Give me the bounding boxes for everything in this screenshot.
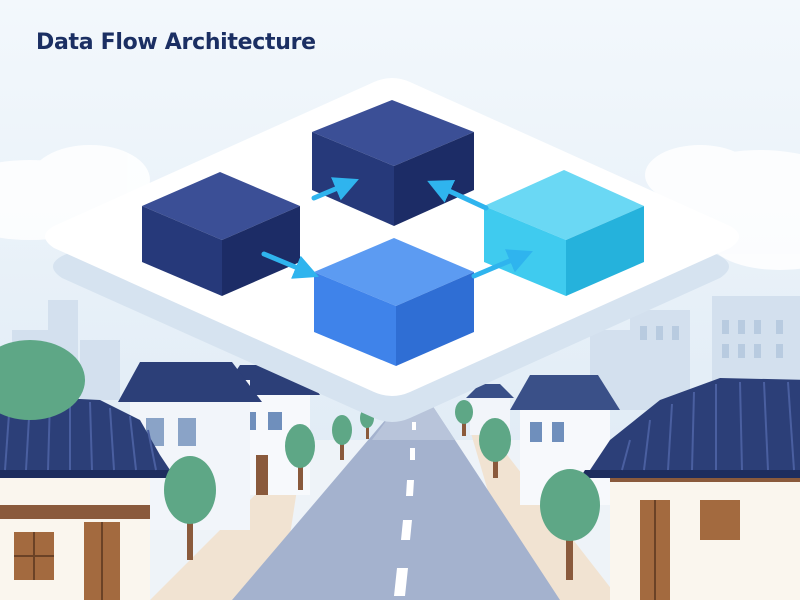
arrow-bottom-to-right [471, 249, 533, 279]
flow-arrows [261, 177, 533, 279]
hanok-right [580, 378, 800, 600]
arrow-left-to-bottom [261, 251, 319, 279]
block-left [142, 172, 300, 296]
tower-windows [640, 320, 783, 358]
arrow-right-to-top [427, 179, 489, 211]
block-bottom [314, 238, 474, 366]
arrow-left-to-top [311, 177, 359, 201]
page-title: Data Flow Architecture [36, 30, 316, 55]
road [232, 405, 560, 600]
road-markings [394, 422, 416, 596]
trees [0, 340, 600, 580]
